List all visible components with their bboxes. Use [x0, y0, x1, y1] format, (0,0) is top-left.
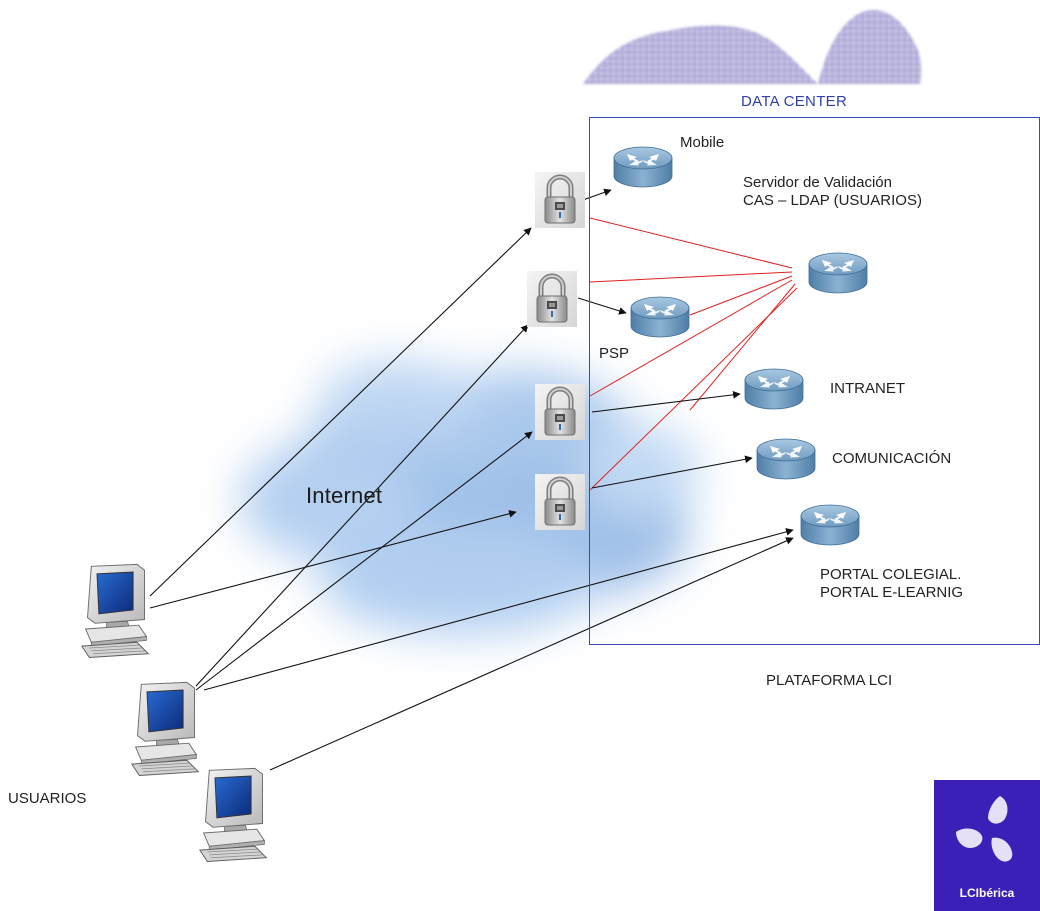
arrow-pc2-lock2 — [195, 324, 529, 687]
desktop-computer-icon-1 — [81, 563, 149, 658]
link-lock4-validation — [589, 287, 798, 491]
arrow-pc2-lock3 — [195, 431, 533, 691]
padlock-icon-4 — [535, 474, 585, 530]
datacenter-mountain-image — [583, 9, 922, 84]
arrow-pc2-portal — [203, 528, 794, 691]
desktop-computer-icon-2 — [131, 681, 199, 776]
arrow-pc1-lock4 — [149, 510, 517, 609]
connection-arrows — [149, 188, 794, 771]
padlock-icon-1 — [535, 172, 585, 228]
comunicacion-label: COMUNICACIÓN — [832, 450, 952, 467]
desktop-computer-icon-3 — [199, 767, 267, 862]
datacenter-label: DATA CENTER — [741, 93, 848, 110]
link-intranet-validation — [689, 283, 796, 411]
portal-label: PORTAL COLEGIAL. PORTAL E-LEARNIG — [820, 566, 964, 601]
intranet-label: INTRANET — [830, 380, 905, 397]
link-lock2-validation — [589, 271, 793, 283]
arrow-lock2-psp — [577, 297, 627, 315]
padlock-icon-3 — [535, 384, 585, 440]
arrow-lock1-mobile — [582, 188, 612, 201]
lciberica-logo: LCIbérica — [934, 780, 1040, 911]
link-lock3-validation — [589, 279, 793, 397]
arrow-pc3-portal — [269, 537, 794, 771]
platform-label: PLATAFORMA LCI — [766, 672, 893, 689]
flower-logo-icon — [956, 796, 1013, 862]
mobile-label: Mobile — [680, 134, 725, 151]
logo-text: LCIbérica — [959, 886, 1015, 900]
arrow-pc1-lock1 — [149, 227, 532, 597]
users-label: USUARIOS — [8, 790, 87, 807]
padlock-icon-2 — [527, 271, 577, 327]
link-lock1-validation — [589, 217, 793, 269]
validation-server-label: Servidor de Validación CAS – LDAP (USUAR… — [743, 174, 922, 209]
internet-cloud — [240, 360, 700, 635]
internet-label: Internet — [306, 483, 383, 508]
validation-links — [589, 217, 798, 491]
arrow-lock3-intranet — [591, 391, 741, 413]
arrow-lock4-comunicacion — [591, 455, 753, 489]
link-psp-validation — [689, 275, 793, 316]
psp-label: PSP — [599, 345, 630, 362]
